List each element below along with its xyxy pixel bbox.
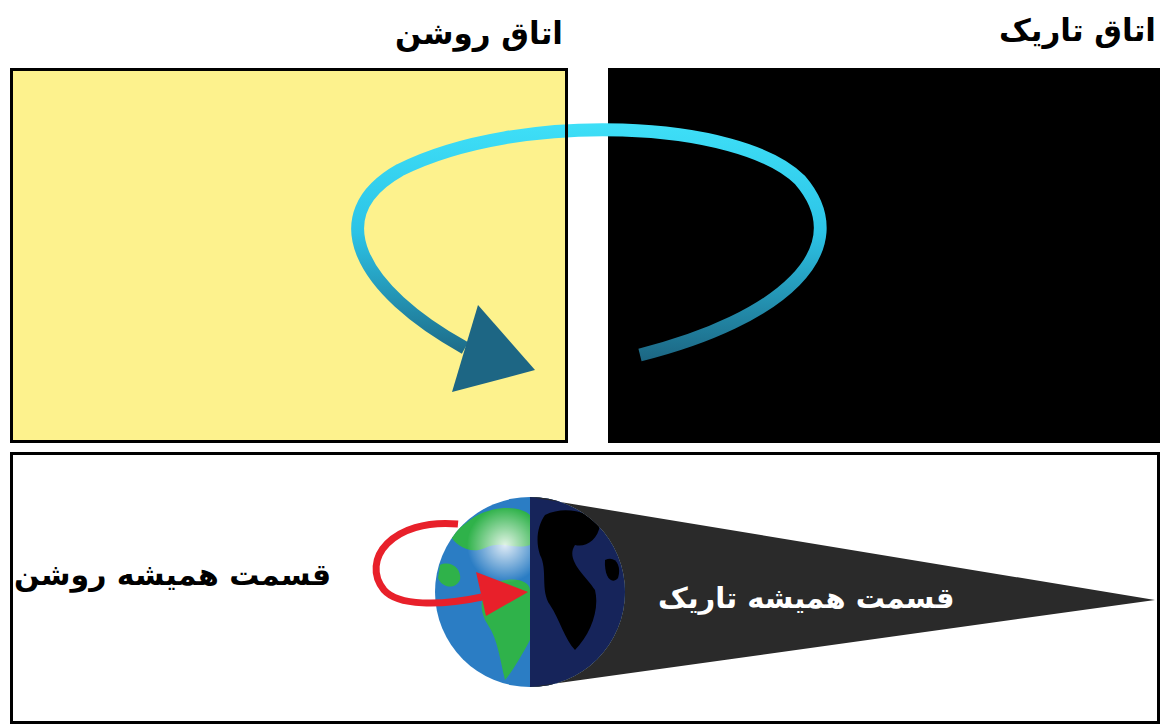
earth-globe	[435, 497, 625, 687]
region-label: قسمت همیشه تاریک	[658, 581, 954, 616]
room-fills	[10, 68, 1160, 443]
bright-room: اتاق روشن	[10, 68, 568, 443]
bright-room-fill	[10, 68, 568, 443]
bottom-panel	[12, 454, 1159, 723]
region-label: قسمت همیشه روشن	[14, 557, 331, 593]
dark-room-fill	[608, 68, 1160, 443]
room-title: اتاق تاریک	[999, 12, 1156, 49]
dark-room: اتاق تاریک	[608, 68, 1160, 443]
rotation-ribbon	[358, 130, 820, 392]
ribbon-path	[358, 130, 820, 355]
arrow-head	[452, 305, 535, 392]
shadow-cone: قسمت همیشه تاریک	[530, 497, 1155, 687]
rotation-arrow	[376, 523, 528, 616]
room-title: اتاق روشن	[395, 15, 563, 52]
